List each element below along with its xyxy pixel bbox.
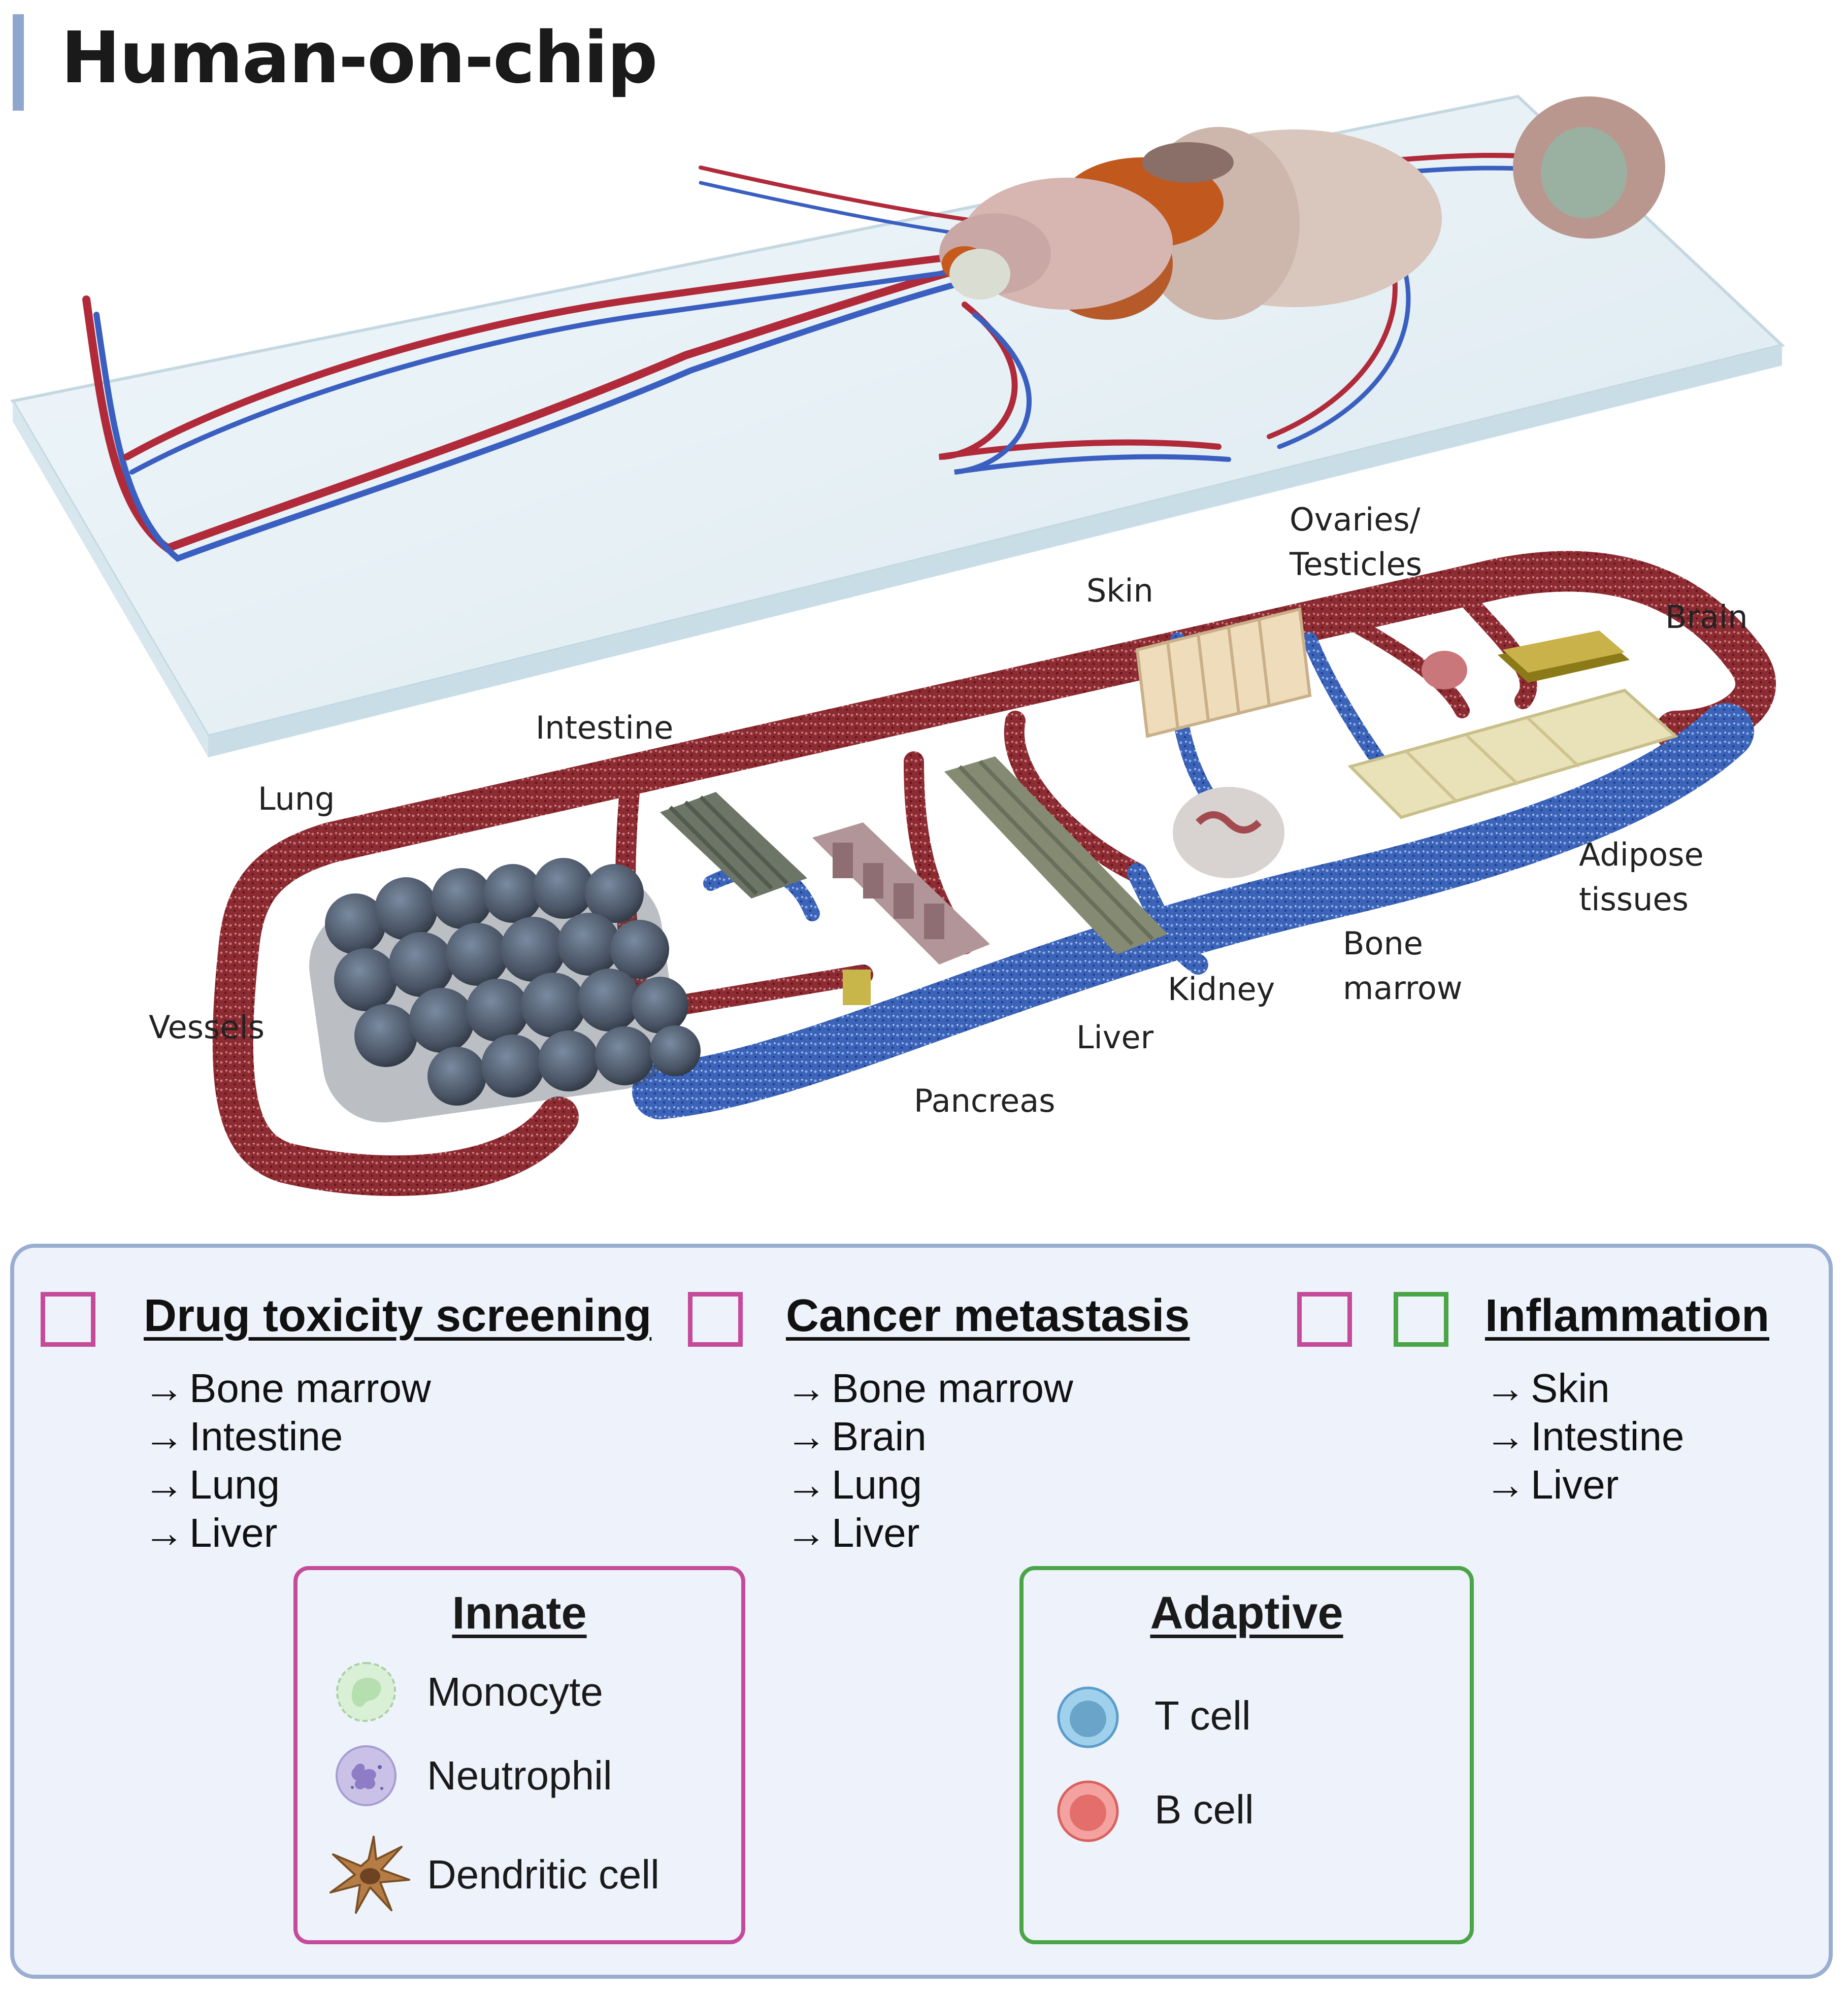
label-adipose-tissues: Adipose tissues	[1579, 836, 1704, 918]
arrow-right-icon: →	[144, 1510, 184, 1555]
drug-toxicity-checkbox[interactable]	[41, 1292, 95, 1347]
title-accent-bar	[13, 14, 24, 111]
list-item: →Bone marrow	[144, 1364, 431, 1412]
label-vessels: Vessels	[149, 1009, 265, 1046]
cell-row-dendritic: Dendritic cell	[298, 1832, 741, 1914]
intestine-module	[660, 792, 807, 899]
skin-module	[1135, 607, 1312, 738]
ovaries-module	[1422, 651, 1467, 689]
b-cell-label: B cell	[1154, 1787, 1254, 1832]
adaptive-immunity-box: Adaptive T cell B cell	[1019, 1566, 1474, 1944]
list-item: →Intestine	[144, 1412, 431, 1460]
list-item: →Brain	[786, 1412, 1073, 1460]
innate-title: Innate	[452, 1588, 587, 1639]
dendritic-cell-label: Dendritic cell	[427, 1852, 659, 1897]
inflammation-innate-checkbox[interactable]	[1297, 1292, 1352, 1347]
arrow-right-icon: →	[1485, 1366, 1526, 1411]
neutrophil-label: Neutrophil	[427, 1753, 612, 1798]
list-item: →Intestine	[1485, 1412, 1684, 1460]
applications-legend-panel	[10, 1244, 1833, 1979]
label-skin: Skin	[1086, 572, 1153, 609]
label-liver: Liver	[1076, 1019, 1154, 1056]
innate-immunity-box: Innate Monocyte Neutrophil Dendritic cel…	[293, 1566, 745, 1944]
dendritic-cell-icon	[329, 1836, 410, 1914]
label-brain: Brain	[1665, 599, 1748, 636]
cancer-metastasis-list: →Bone marrow →Brain →Lung →Liver	[786, 1364, 1073, 1557]
label-bone-marrow: Bone marrow	[1343, 925, 1463, 1007]
label-intestine: Intestine	[536, 709, 674, 746]
cancer-metastasis-title: Cancer metastasis	[786, 1290, 1190, 1341]
monocyte-icon	[336, 1661, 397, 1722]
inflammation-title: Inflammation	[1485, 1290, 1770, 1341]
list-item: →Bone marrow	[786, 1364, 1073, 1412]
liver-module	[944, 756, 1168, 954]
monocyte-label: Monocyte	[427, 1669, 603, 1714]
t-cell-icon	[1057, 1686, 1119, 1748]
inflammation-adaptive-checkbox[interactable]	[1394, 1292, 1448, 1347]
list-item: →Liver	[1485, 1460, 1684, 1509]
list-item: →Lung	[786, 1460, 1073, 1509]
arrow-right-icon: →	[1485, 1414, 1526, 1459]
pancreas-module	[812, 822, 990, 1005]
page-title: Human-on-chip	[61, 17, 658, 99]
arrow-right-icon: →	[786, 1366, 827, 1411]
arrow-right-icon: →	[786, 1462, 827, 1507]
adipose-module	[1347, 688, 1678, 819]
arrow-right-icon: →	[786, 1414, 827, 1459]
drug-toxicity-list: →Bone marrow →Intestine →Lung →Liver	[144, 1364, 431, 1557]
kidney-module	[1173, 787, 1284, 878]
cancer-metastasis-checkbox[interactable]	[688, 1292, 743, 1347]
arrow-right-icon: →	[1485, 1462, 1526, 1507]
brain-module	[1498, 630, 1630, 683]
list-item: →Lung	[144, 1460, 431, 1509]
human-on-chip-illustration	[10, 94, 1786, 1196]
list-item: →Skin	[1485, 1364, 1684, 1412]
cell-row-monocyte: Monocyte	[298, 1659, 741, 1735]
t-cell-label: T cell	[1154, 1693, 1251, 1738]
label-lung: Lung	[258, 780, 335, 817]
lung-cell-cluster	[309, 858, 701, 1123]
cell-row-t-cell: T cell	[1024, 1684, 1470, 1760]
neutrophil-icon	[336, 1745, 397, 1806]
cell-row-b-cell: B cell	[1024, 1778, 1470, 1854]
label-ovaries-testicles: Ovaries/ Testicles	[1290, 501, 1423, 583]
arrow-right-icon: →	[144, 1366, 184, 1411]
label-kidney: Kidney	[1168, 971, 1275, 1008]
body-organs	[939, 96, 1665, 320]
cell-row-neutrophil: Neutrophil	[298, 1743, 741, 1819]
label-pancreas: Pancreas	[914, 1082, 1055, 1119]
adaptive-title: Adaptive	[1150, 1588, 1343, 1639]
arrow-right-icon: →	[144, 1414, 184, 1459]
list-item: →Liver	[144, 1509, 431, 1557]
list-item: →Liver	[786, 1509, 1073, 1557]
inflammation-list: →Skin →Intestine →Liver	[1485, 1364, 1684, 1509]
drug-toxicity-title: Drug toxicity screening	[144, 1290, 652, 1341]
arrow-right-icon: →	[786, 1510, 827, 1555]
arrow-right-icon: →	[144, 1462, 184, 1507]
b-cell-icon	[1057, 1780, 1119, 1842]
